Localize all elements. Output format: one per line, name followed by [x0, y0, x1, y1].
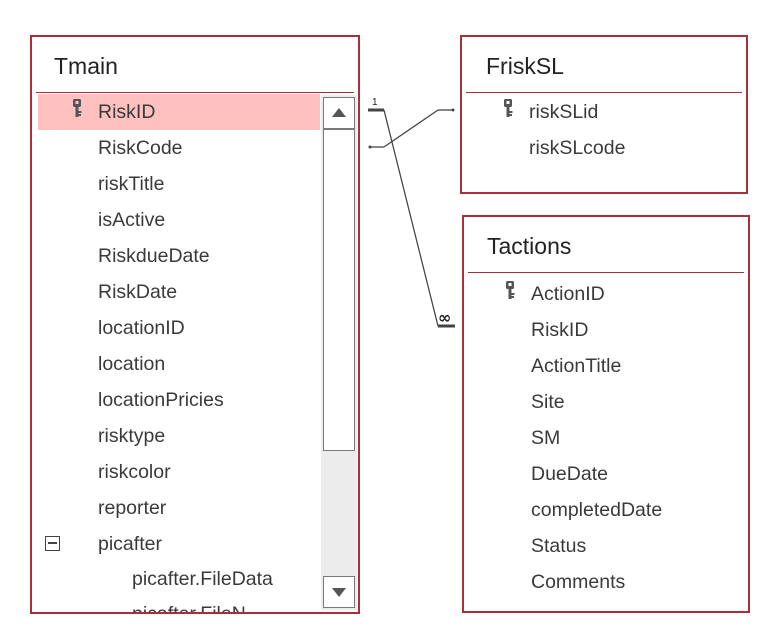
field-name: Status [531, 535, 587, 557]
field-picafter-filename[interactable]: picafter.FileN [32, 596, 358, 614]
field-name: reporter [98, 497, 167, 519]
field-risktitle[interactable]: riskTitle [32, 166, 358, 202]
field-risksl-id[interactable]: riskSLid [462, 94, 746, 130]
field-name: RiskdueDate [98, 245, 210, 267]
field-name: riskSLcode [529, 137, 626, 159]
field-site[interactable]: Site [464, 384, 748, 420]
field-picafter-filedata[interactable]: picafter.FileData [32, 562, 358, 596]
field-duedate[interactable]: DueDate [464, 456, 748, 492]
field-riskcolor[interactable]: riskcolor [32, 454, 358, 490]
field-list-tactions: ActionID RiskID ActionTitle Site SM DueD… [464, 276, 748, 600]
field-name: picafter.FileData [132, 568, 273, 590]
primary-key-icon [504, 99, 513, 117]
title-divider [468, 272, 744, 273]
field-name: picafter.FileN [132, 603, 246, 614]
relationship-one-label: 1 [372, 97, 378, 108]
field-list-frisksl: riskSLid riskSLcode [462, 94, 746, 166]
relationship-many-label: ∞ [438, 308, 451, 327]
table-tmain[interactable]: Tmain RiskID RiskCode riskTitle isAc [30, 35, 360, 614]
field-riskid[interactable]: RiskID [38, 94, 320, 130]
field-sm[interactable]: SM [464, 420, 748, 456]
primary-key-icon [506, 281, 515, 299]
table-title-tmain[interactable]: Tmain [54, 53, 118, 79]
chevron-up-icon [332, 108, 346, 117]
field-name: ActionTitle [531, 355, 622, 377]
field-name: RiskCode [98, 137, 183, 159]
title-divider [466, 92, 742, 93]
field-completeddate[interactable]: completedDate [464, 492, 748, 528]
field-isactive[interactable]: isActive [32, 202, 358, 238]
field-comments[interactable]: Comments [464, 564, 748, 600]
field-name: locationID [98, 317, 185, 339]
field-name: isActive [98, 209, 166, 231]
scroll-down-button[interactable] [323, 576, 355, 608]
field-list-tmain: RiskID RiskCode riskTitle isActive Riskd… [32, 94, 358, 614]
field-risktype[interactable]: risktype [32, 418, 358, 454]
field-actionid[interactable]: ActionID [464, 276, 748, 312]
table-title-frisksl[interactable]: FriskSL [486, 53, 564, 79]
table-frisksl[interactable]: FriskSL riskSLid riskSLcode [460, 35, 748, 194]
field-reporter[interactable]: reporter [32, 490, 358, 526]
field-action-riskid[interactable]: RiskID [464, 312, 748, 348]
field-picafter[interactable]: picafter [32, 526, 358, 562]
field-riskcode[interactable]: RiskCode [32, 130, 358, 166]
join-line-riskcode-riskslid[interactable] [368, 108, 455, 149]
field-name: locationPricies [98, 389, 224, 411]
field-locationid[interactable]: locationID [32, 310, 358, 346]
field-riskduedate[interactable]: RiskdueDate [32, 238, 358, 274]
field-name: riskcolor [98, 461, 171, 483]
chevron-down-icon [332, 588, 346, 597]
field-name: DueDate [531, 463, 608, 485]
join-line-riskid-actions[interactable] [368, 108, 455, 328]
field-name: completedDate [531, 499, 663, 521]
field-status[interactable]: Status [464, 528, 748, 564]
field-name: riskTitle [98, 173, 165, 195]
field-locationpricies[interactable]: locationPricies [32, 382, 358, 418]
field-actiontitle[interactable]: ActionTitle [464, 348, 748, 384]
primary-key-icon [73, 99, 82, 117]
field-name: RiskDate [98, 281, 178, 303]
scroll-thumb[interactable] [323, 129, 355, 451]
field-name: RiskID [98, 101, 156, 123]
field-name: riskSLid [529, 101, 599, 123]
field-name: Comments [531, 571, 626, 593]
title-divider [36, 92, 354, 93]
table-title-tactions[interactable]: Tactions [487, 233, 572, 259]
field-risksl-code[interactable]: riskSLcode [462, 130, 746, 166]
field-name: SM [531, 427, 561, 449]
field-name: risktype [98, 425, 166, 447]
field-name: RiskID [531, 319, 589, 341]
scroll-up-button[interactable] [323, 97, 355, 129]
field-name: location [98, 353, 166, 375]
field-riskdate[interactable]: RiskDate [32, 274, 358, 310]
table-tactions[interactable]: Tactions ActionID RiskID ActionTitle [462, 215, 750, 613]
collapse-icon[interactable] [45, 536, 60, 551]
field-name: Site [531, 391, 565, 413]
field-name: picafter [98, 533, 162, 555]
field-name: ActionID [531, 283, 605, 305]
field-location[interactable]: location [32, 346, 358, 382]
vertical-scrollbar[interactable] [321, 95, 357, 610]
